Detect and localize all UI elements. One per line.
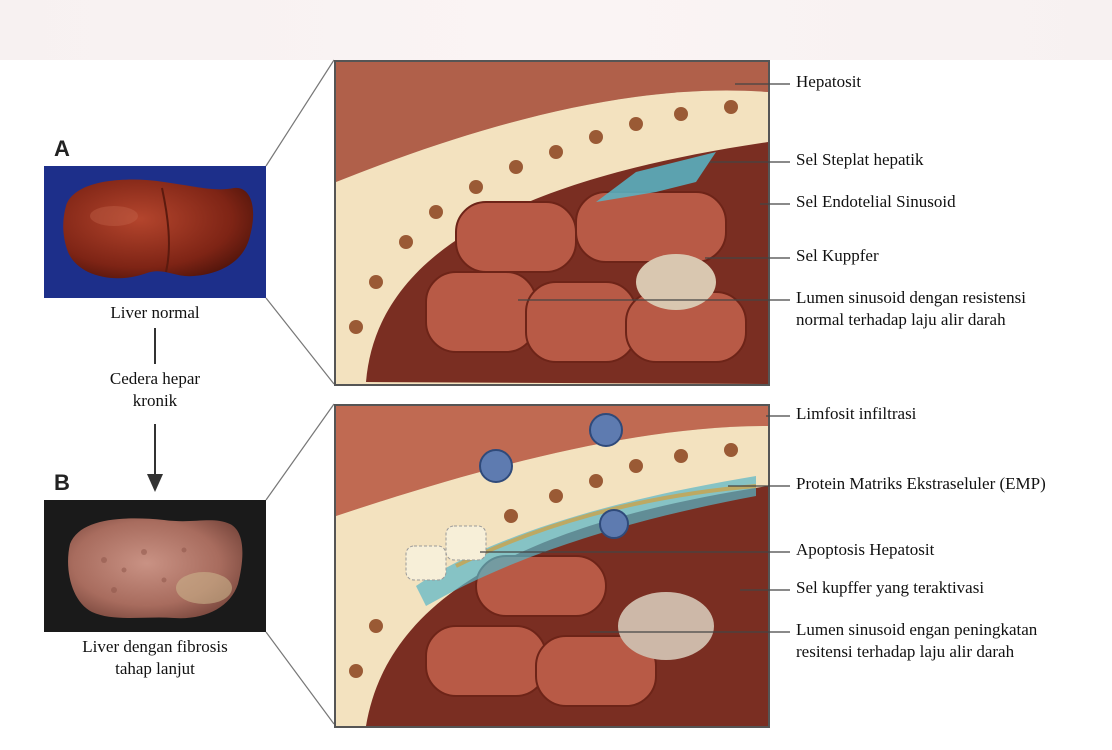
label-lumen-normal-line2: normal terhadap laju alir darah bbox=[796, 309, 1026, 331]
label-lumen-fibrosis-line1: Lumen sinusoid engan peningkatan bbox=[796, 619, 1037, 641]
label-kupffer-activated: Sel kupffer yang teraktivasi bbox=[796, 577, 984, 599]
label-lumen-normal: Lumen sinusoid dengan resistensi normal … bbox=[796, 287, 1026, 331]
label-apoptosis: Apoptosis Hepatosit bbox=[796, 539, 934, 561]
label-stellate-cell: Sel Steplat hepatik bbox=[796, 149, 923, 171]
label-lymphocyte: Limfosit infiltrasi bbox=[796, 403, 916, 425]
label-kupffer-cell: Sel Kuppfer bbox=[796, 245, 879, 267]
label-lumen-fibrosis-line2: resitensi terhadap laju alir darah bbox=[796, 641, 1037, 663]
label-ecm: Protein Matriks Ekstraseluler (EMP) bbox=[796, 473, 1046, 495]
label-lumen-normal-line1: Lumen sinusoid dengan resistensi bbox=[796, 287, 1026, 309]
label-endothelial-cell: Sel Endotelial Sinusoid bbox=[796, 191, 956, 213]
label-hepatosit: Hepatosit bbox=[796, 71, 861, 93]
label-lumen-fibrosis: Lumen sinusoid engan peningkatan resiten… bbox=[796, 619, 1037, 663]
